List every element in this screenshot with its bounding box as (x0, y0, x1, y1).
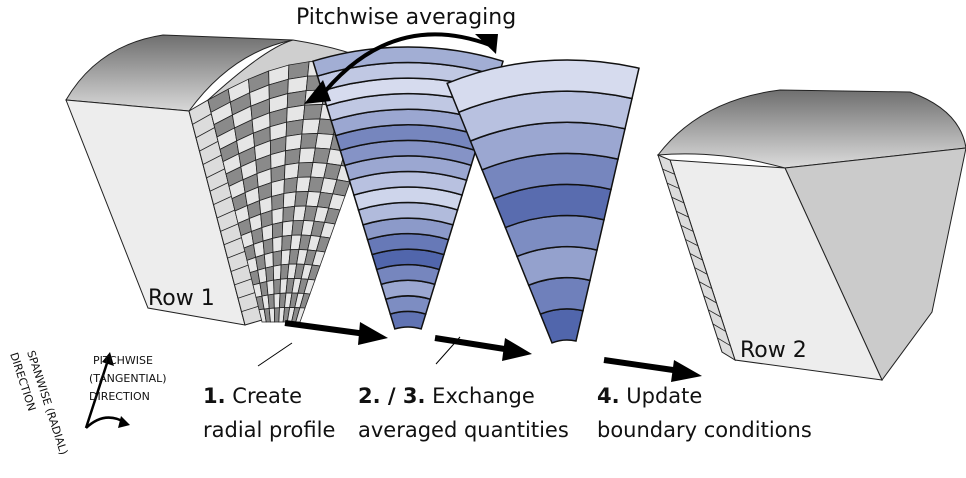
pitchwise-axis-line2: (TANGENTIAL) (89, 372, 167, 385)
mesh-cell (273, 292, 281, 309)
mesh-cell (262, 237, 274, 256)
mesh-cell (295, 307, 306, 323)
profile-band (389, 310, 427, 330)
pitchwise-averaging-label: Pitchwise averaging (296, 5, 516, 30)
mesh-cell (282, 191, 297, 209)
row2-edge-strip (657, 154, 736, 362)
strip-line (195, 127, 215, 139)
mesh-cell (255, 254, 266, 271)
strip-line (227, 250, 246, 259)
strip-line (671, 196, 685, 204)
step-1-line1: 1. Create (203, 384, 302, 408)
leader-line-1 (257, 342, 293, 367)
strip-line (694, 267, 708, 275)
mesh-cell (267, 293, 275, 309)
strip-line (213, 195, 232, 205)
step-1-line2: radial profile (203, 418, 335, 442)
mesh-cell (265, 265, 275, 283)
mesh-cell (268, 307, 276, 323)
strip-line (234, 278, 253, 286)
mesh-cell (284, 147, 301, 166)
strip-line (209, 182, 229, 192)
strip-line (662, 168, 675, 175)
profile-band (380, 279, 436, 301)
mesh-cell (283, 176, 299, 194)
strip-line (717, 337, 731, 347)
row2-top-surface (656, 89, 966, 169)
strip-line (199, 140, 219, 152)
profile-band (384, 295, 432, 316)
profile-band (539, 308, 584, 344)
strip-line (685, 239, 699, 247)
step-2-line1: 2. / 3. Exchange (358, 384, 535, 408)
strip-line (708, 309, 722, 318)
mesh-cell (271, 207, 284, 225)
profile-band (312, 46, 504, 78)
strip-line (216, 209, 236, 219)
step-2-line2: averaged quantities (358, 418, 569, 442)
step-arrows (284, 320, 702, 382)
step-4-line1: 4. Update (597, 384, 702, 408)
strip-line (666, 182, 680, 189)
strip-line (680, 224, 694, 232)
strip-line (220, 223, 239, 232)
mesh-cell (273, 278, 281, 295)
mesh-cell (282, 205, 296, 223)
strip-line (206, 168, 226, 179)
strip-line (712, 323, 726, 332)
strip-line (192, 113, 212, 125)
strip-line (241, 305, 259, 313)
strip-line (676, 210, 689, 218)
averaged-profile-fan-2 (446, 59, 640, 344)
mesh-cell (302, 104, 323, 120)
pitchwise-axis-line1: PITCHWISE (93, 354, 153, 367)
mesh-cell (298, 147, 316, 164)
mesh-cell (272, 264, 282, 281)
strip-line (202, 154, 222, 165)
strip-line (698, 281, 712, 289)
mesh-cell (271, 221, 284, 239)
pitchwise-averaging-arrow (304, 32, 498, 104)
strip-line (703, 295, 717, 304)
row1-label: Row 1 (148, 286, 215, 311)
profile-band (446, 59, 640, 114)
strip-line (223, 237, 242, 246)
row2-label: Row 2 (740, 338, 807, 363)
strip-line (689, 253, 703, 261)
leader-line-2 (435, 336, 461, 365)
mesh-cell (272, 250, 283, 267)
mesh-cell (272, 235, 283, 253)
mesh-cell (301, 118, 321, 135)
step-4-line2: boundary conditions (597, 418, 812, 442)
strip-line (230, 264, 249, 272)
mesh-cell (263, 251, 274, 269)
profile-band (527, 277, 591, 316)
direction-axes: PITCHWISE (TANGENTIAL) DIRECTION SPANWIS… (7, 349, 166, 457)
row2-block: Row 2 (656, 89, 966, 381)
mesh-cell (284, 162, 300, 180)
strip-line (237, 292, 256, 299)
mesh-cell (266, 279, 275, 296)
pitchwise-axis-line3: DIRECTION (89, 390, 150, 403)
mesh-cell (285, 133, 303, 152)
mesh-cell (300, 133, 319, 149)
